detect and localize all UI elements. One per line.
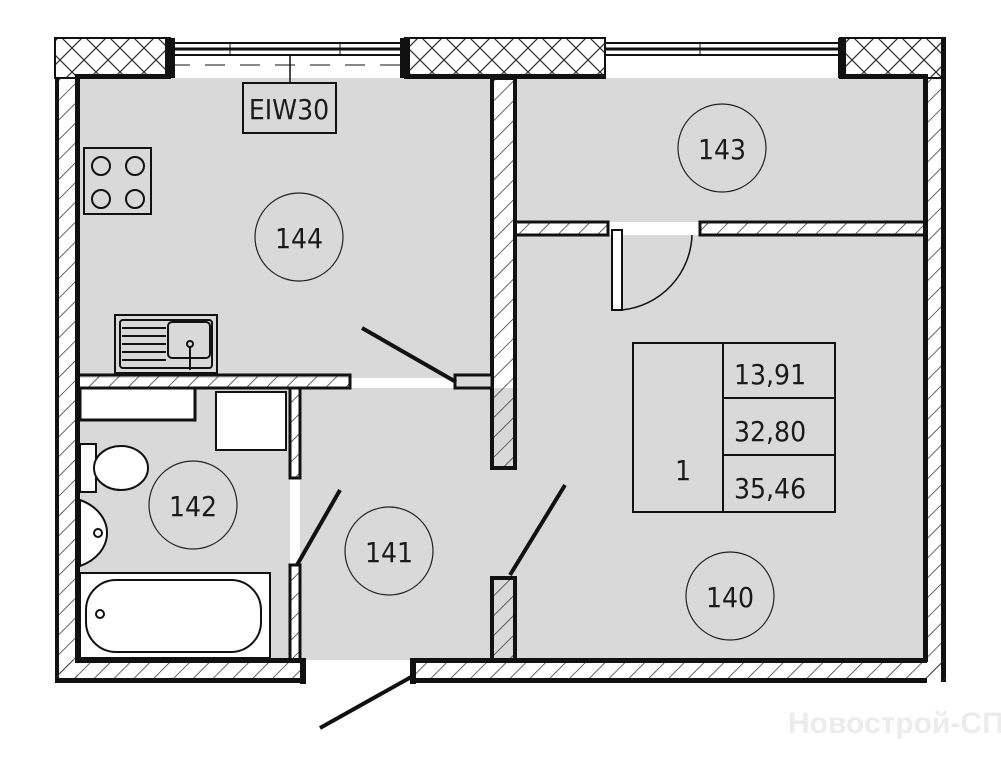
door-closet[interactable] — [611, 229, 693, 311]
toilet — [79, 443, 149, 493]
room-label: 141 — [365, 536, 413, 569]
room-marker-141: 141 — [344, 506, 434, 596]
room-label: 144 — [275, 222, 323, 255]
room-141-floor — [300, 388, 515, 660]
stove — [83, 147, 152, 215]
room-140-floor — [515, 235, 925, 660]
room-marker-142: 142 — [148, 460, 238, 550]
door-bathroom[interactable] — [295, 489, 342, 566]
room-143-floor — [515, 78, 925, 222]
total-area: 32,80 — [734, 415, 806, 448]
equipment-tag: EIW30 — [242, 55, 337, 134]
room-label: 143 — [698, 133, 746, 166]
room-marker-140: 140 — [685, 551, 775, 641]
doors — [295, 229, 693, 730]
room-marker-144: 144 — [254, 192, 344, 282]
room-marker-143: 143 — [677, 103, 767, 193]
room-label: 142 — [169, 490, 217, 523]
equipment-tag-label: EIW30 — [249, 93, 329, 126]
area-summary-table — [632, 342, 836, 513]
window-room — [604, 42, 841, 56]
area-with-balcony: 35,46 — [734, 472, 806, 505]
door-entrance[interactable] — [319, 674, 414, 730]
interior-walls — [76, 76, 927, 662]
door-kitchen[interactable] — [361, 326, 457, 384]
washbasin — [79, 498, 108, 568]
room-label: 140 — [706, 581, 754, 614]
exterior-walls — [54, 37, 946, 684]
watermark: Новострой-СПб — [788, 707, 1001, 740]
bathtub — [79, 572, 271, 659]
kitchen-sink — [114, 314, 218, 374]
rooms-count: 1 — [675, 454, 691, 487]
door-room[interactable] — [508, 483, 567, 577]
living-area: 13,91 — [734, 358, 806, 391]
washing-machine-area — [78, 386, 287, 451]
window-kitchen — [169, 42, 406, 66]
